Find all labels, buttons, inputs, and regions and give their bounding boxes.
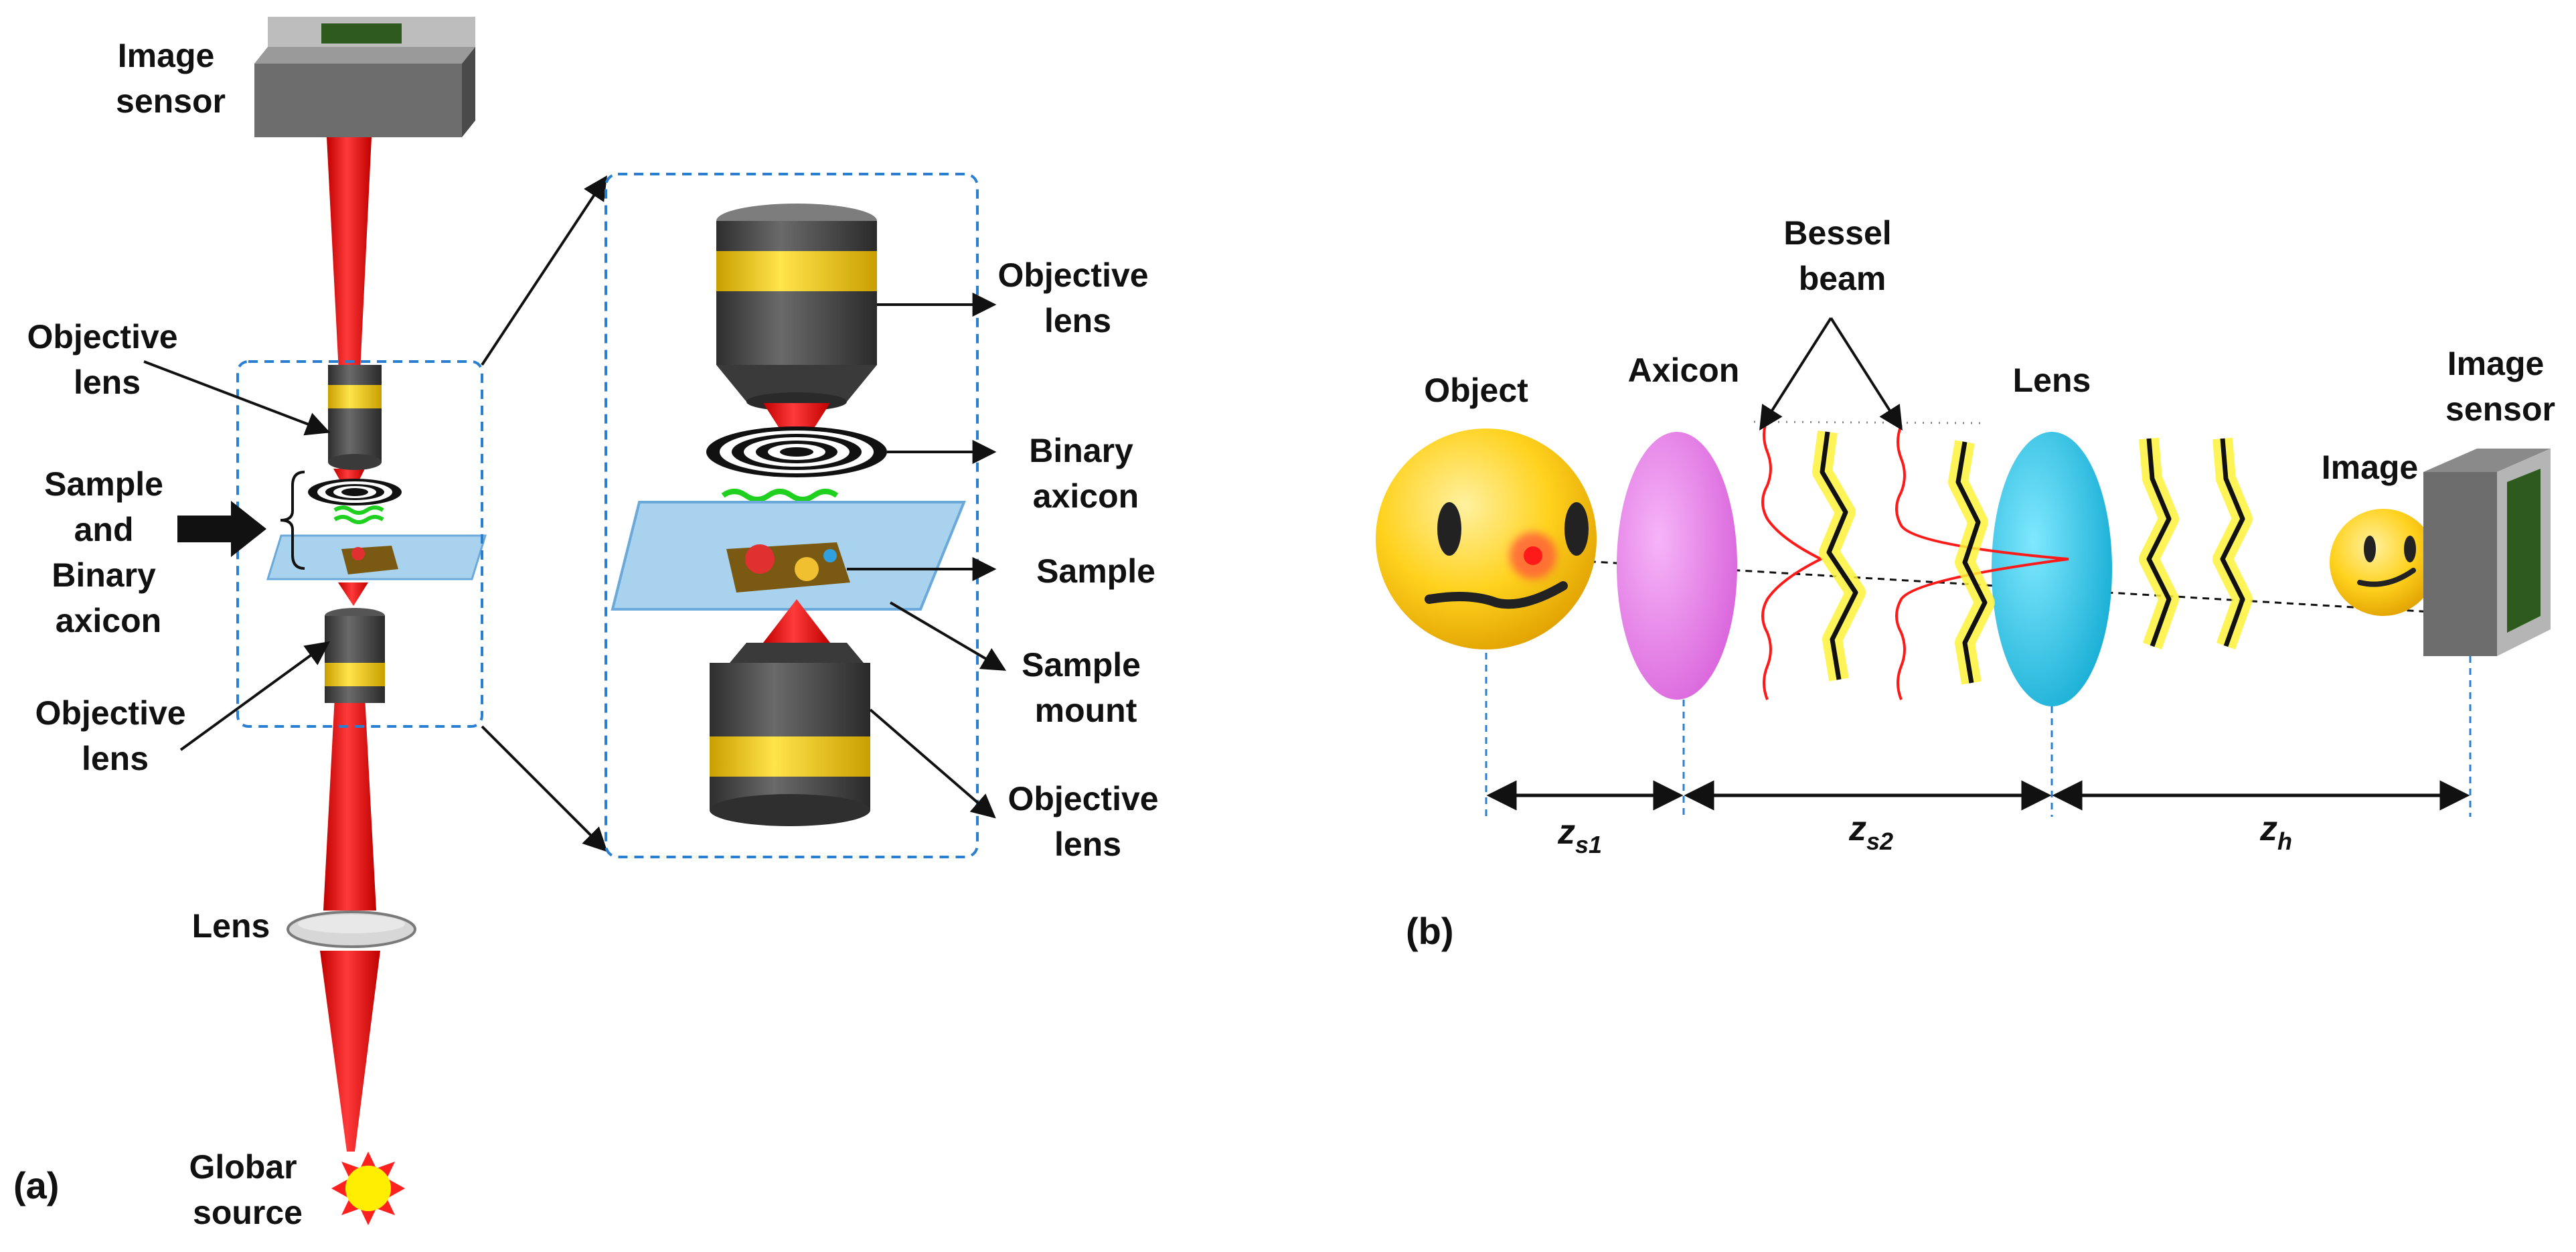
bessel-wavefronts [1812,431,2253,685]
beam-to-source [320,951,380,1152]
image-face [2330,509,2437,616]
label-sample-binary-axicon: Sample and Binary axicon [44,465,173,639]
distance-label-zh: zh [2259,809,2292,855]
label-lens: Lens [192,907,270,945]
label-objective-lens-top: Objective lens [27,318,187,401]
objective-bottom-pointer [179,641,330,751]
inset-label-sample: Sample [1036,552,1155,590]
inset-label-objective-top: Objective lens [997,256,1157,339]
label-objective-lens-bottom: Objective lens [35,694,195,777]
lens-b [1992,432,2112,706]
bessel-pointer-right [1830,317,1903,431]
binary-axicon-small [308,479,402,505]
inset-binary-axicon [706,426,887,477]
label-bessel-beam: Bessel beam [1783,214,1901,297]
inset [605,173,1007,858]
sample-mount-small [266,505,487,580]
inset-objective-bottom [710,643,870,826]
label-object: Object [1424,372,1528,409]
label-image: Image [2322,449,2419,486]
beam-lower [323,696,376,911]
axicon [1617,432,1737,700]
panel-b-label: (b) [1406,910,1454,952]
bessel-wave-top-guide [1753,420,1982,424]
label-image-sensor-b: Image sensor [2445,345,2555,428]
inset-frame [605,173,979,858]
label-globar-source: Globar source [189,1148,306,1231]
distance-label-zs1: zs1 [1557,813,1602,858]
lens-a [287,911,416,948]
objective-lens-top [328,365,382,470]
inset-connector-top [481,175,607,366]
panel-a-label: (a) [13,1164,59,1206]
object-face [1376,428,1597,649]
image-sensor-b [2423,449,2551,656]
bessel-profile-2 [1895,424,2069,700]
objective-top-pointer [143,360,331,436]
panel-a: Image sensor Objective lens Sample and B… [13,17,1168,1231]
label-lens-b: Lens [2013,362,2091,399]
inset-sample-mount-pointer [889,601,1007,671]
globar-source [331,1152,405,1225]
inset-beam-bottom [763,599,830,643]
inset-objective-top [716,204,877,411]
image-sensor [254,17,475,137]
sample-pointer-arrow [177,501,266,557]
distance-label-zs2: zs2 [1848,809,1893,855]
inset-label-binary-axicon: Binary axicon [1029,432,1143,515]
inset-label-objective-bottom: Objective lens [1008,780,1168,863]
inset-sample [726,542,850,593]
inset-objective-bottom-pointer [869,708,996,819]
bessel-pointer-left [1759,317,1832,431]
inset-label-sample-mount: Sample mount [1022,646,1150,729]
bessel-profile-1 [1761,418,1824,700]
beam-upper [327,137,372,372]
sample-brace [280,471,305,570]
inset-selection-box [236,360,483,728]
panel-b: Bessel beam Object Axicon Lens Image sen… [1376,214,2555,952]
objective-lens-bottom [325,582,385,703]
inset-connector-bottom [481,725,608,852]
label-image-sensor: Image sensor [116,37,226,120]
label-axicon: Axicon [1628,351,1740,389]
